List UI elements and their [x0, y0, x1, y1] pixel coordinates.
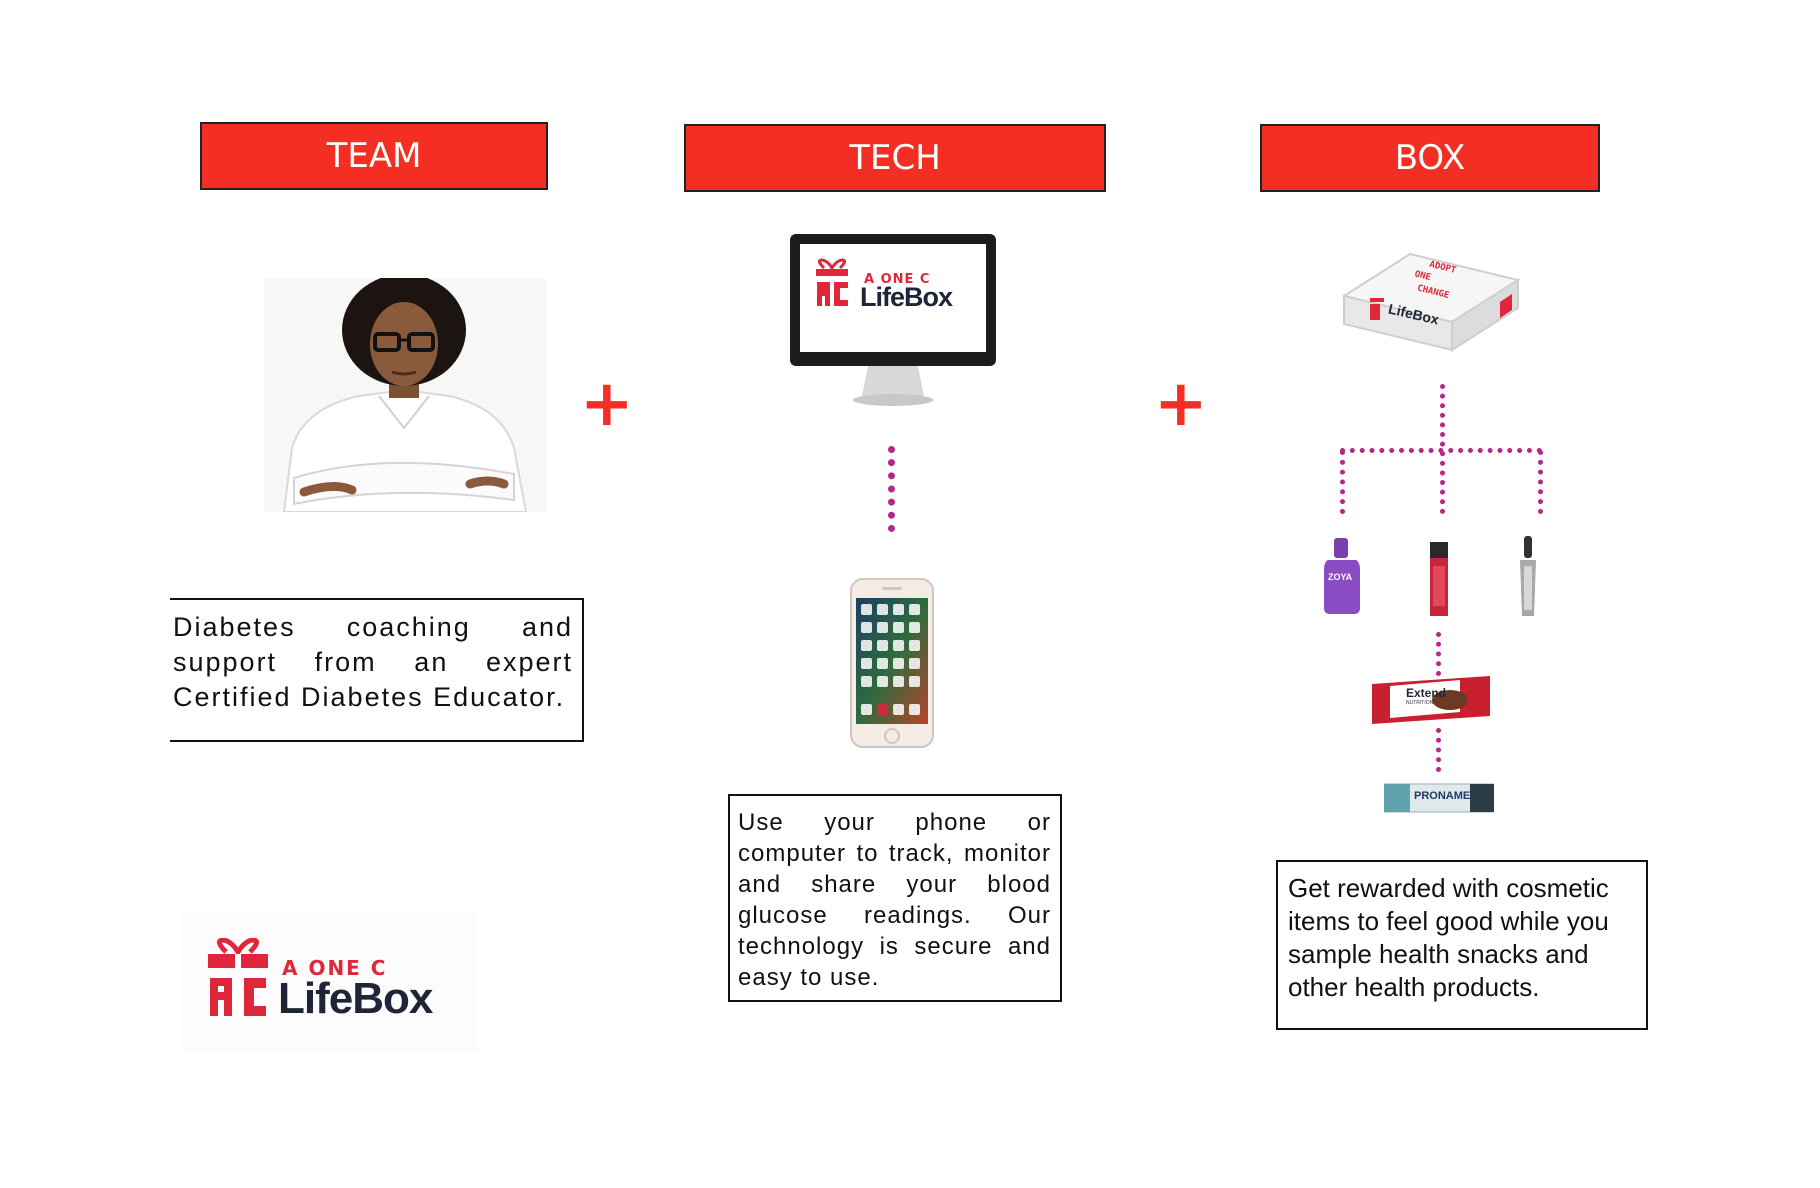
box-connector-toothpaste	[1436, 728, 1441, 772]
gift-logo-icon	[208, 938, 268, 1016]
person-photo	[264, 274, 546, 513]
lifebox-logo: A ONE C LifeBox	[182, 912, 478, 1052]
tech-description: Use your phone or computer to track, mon…	[738, 809, 1051, 991]
monitor-logo-line1: A ONE C	[864, 272, 931, 287]
nail-polish-icon: ZOYA	[1322, 538, 1362, 614]
box-connector-right	[1538, 450, 1543, 514]
tech-description-box: Use your phone or computer to track, mon…	[728, 794, 1062, 1002]
phone-icon	[850, 578, 934, 748]
monitor-logo-line2: LifeBox	[860, 282, 953, 312]
logo-line2: LifeBox	[278, 974, 433, 1023]
gift-box-icon: ADOPT ONE CHANGE LifeBox	[1340, 250, 1526, 352]
snack-bar-sublabel: NUTRITION	[1406, 700, 1434, 706]
plus-sign-2-glyph: +	[1154, 367, 1208, 441]
plus-sign-2: +	[1154, 372, 1208, 436]
box-connector-left	[1340, 450, 1345, 514]
monitor-icon: A ONE C LifeBox	[788, 232, 998, 408]
snack-bar-label: Extend	[1406, 686, 1447, 700]
plus-sign-1: +	[580, 372, 634, 436]
logo-line1: A ONE C	[282, 956, 388, 980]
box-header: BOX	[1260, 124, 1600, 192]
tech-header: TECH	[684, 124, 1106, 192]
box-connector-branch	[1340, 448, 1542, 453]
box-description: Get rewarded with cosmetic items to feel…	[1288, 873, 1609, 1002]
lip-gloss-icon	[1428, 542, 1450, 616]
box-description-box: Get rewarded with cosmetic items to feel…	[1276, 860, 1648, 1030]
tech-header-label: TECH	[849, 138, 941, 178]
team-header-label: TEAM	[326, 136, 422, 176]
tech-connector	[888, 446, 895, 532]
team-description-box: Diabetes coaching and support from an ex…	[170, 598, 584, 742]
plus-sign-1-glyph: +	[580, 367, 634, 441]
person-photo-icon	[264, 274, 546, 513]
team-header: TEAM	[200, 122, 548, 190]
box-connector-snack	[1436, 632, 1441, 676]
box-header-label: BOX	[1394, 138, 1466, 178]
toothpaste-icon: PRONAMEL	[1383, 782, 1495, 814]
nail-polish-label: ZOYA	[1328, 572, 1353, 582]
mascara-icon	[1516, 536, 1540, 616]
snack-bar-icon: Extend NUTRITION	[1370, 676, 1492, 724]
team-description: Diabetes coaching and support from an ex…	[173, 612, 573, 712]
toothpaste-label: PRONAMEL	[1414, 790, 1477, 802]
